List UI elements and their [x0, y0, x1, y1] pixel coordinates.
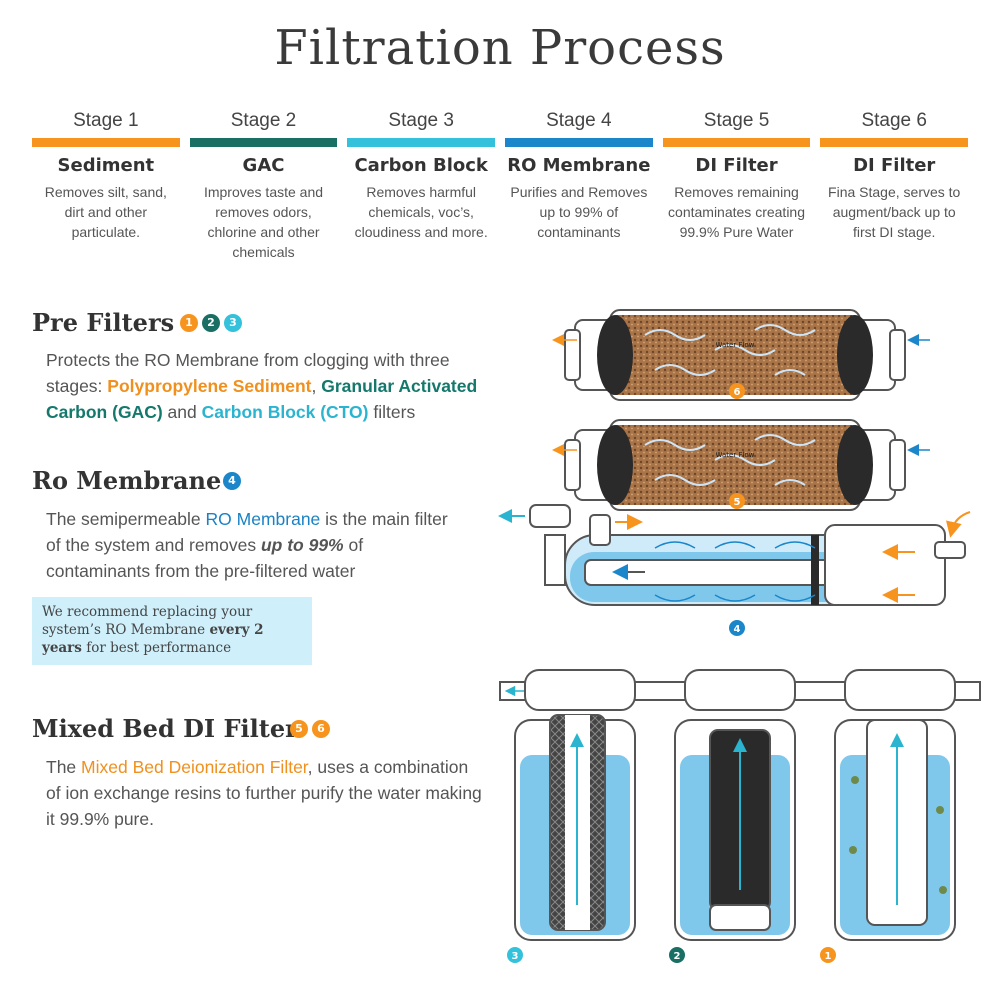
mixed-bed-text: The Mixed Bed Deionization Filter, uses …	[46, 754, 486, 832]
stage-label: Stage 2	[230, 110, 297, 131]
stage-4: Stage 4 RO Membrane Purifies and Removes…	[505, 110, 653, 262]
stage-bar	[505, 138, 653, 147]
stage-description: Purifies and Removes up to 99% of contam…	[510, 184, 648, 240]
stage-badge: 6	[312, 720, 330, 738]
stage-badge-label: 5	[734, 497, 741, 508]
stage-badge	[729, 493, 745, 509]
highlight-carbon-block: Carbon Block (CTO)	[201, 402, 369, 422]
stage-bar	[820, 138, 969, 147]
stage-2: Stage 2 GAC Improves taste and removes o…	[189, 110, 338, 262]
highlight-gac: Granular Activated Carbon (GAC)	[46, 376, 478, 422]
text: is the main filter of the system and rem…	[46, 509, 448, 555]
note-text: for best performance	[81, 640, 232, 656]
stage-label: Stage 1	[73, 110, 139, 131]
stage-name: DI Filter	[853, 155, 936, 176]
ro-membrane-badges: 4	[223, 472, 241, 490]
text: ,	[311, 376, 322, 396]
stage-badge-label: 1	[825, 951, 832, 962]
stage-6: Stage 6 DI Filter Fina Stage, serves to …	[820, 110, 969, 262]
stage-badge-label: 4	[734, 624, 741, 635]
text: Protects the RO Membrane from clogging w…	[46, 350, 450, 396]
highlight-mixed-bed: Mixed Bed Deionization Filter	[81, 757, 308, 777]
stage-bar	[189, 138, 338, 147]
stage-name: DI Filter	[695, 155, 778, 176]
stage-5: Stage 5 DI Filter Removes remaining cont…	[662, 110, 811, 262]
text: The semipermeable	[46, 509, 206, 529]
stage-badge-label: 2	[674, 951, 681, 962]
stage-badge: 3	[224, 314, 242, 332]
stage-1: Stage 1 Sediment Removes silt, sand, dir…	[32, 110, 180, 262]
text: , uses a combination of ion exchange res…	[46, 757, 482, 829]
stage-label: Stage 3	[388, 110, 454, 131]
water-flow-label: Water Flow	[716, 451, 755, 459]
stage-description: Removes harmful chemicals, voc’s, cloudi…	[354, 184, 488, 240]
text: filters	[368, 402, 416, 422]
stage-badge	[729, 620, 745, 636]
text: of contaminants from the pre-filtered wa…	[46, 535, 364, 581]
pre-filters-text: Protects the RO Membrane from clogging w…	[46, 347, 496, 425]
highlight-ro-membrane: RO Membrane	[205, 509, 321, 529]
mixed-bed-badges: 5 6	[290, 720, 330, 738]
stage-label: Stage 6	[861, 110, 927, 131]
stage-label: Stage 5	[703, 110, 770, 131]
stage-name: GAC	[242, 155, 285, 176]
stage-label: Stage 4	[546, 110, 612, 131]
stage-description: Fina Stage, serves to augment/back up to…	[828, 184, 961, 240]
stage-badge: 4	[223, 472, 241, 490]
stage-badge: 1	[180, 314, 198, 332]
water-flow-label: Water Flow	[716, 341, 755, 349]
text: The	[46, 757, 82, 777]
pre-filters-badges: 1 2 3	[180, 314, 242, 332]
stage-name: Carbon Block	[354, 155, 488, 176]
highlight-up-to-99: up to 99%	[260, 535, 344, 555]
ro-membrane-title: Ro Membrane	[32, 466, 222, 495]
stage-badge-label: 6	[734, 387, 741, 398]
stage-bar	[32, 138, 180, 147]
stage-badge	[669, 947, 685, 963]
stage-name: Sediment	[57, 155, 155, 176]
stage-badge-label: 3	[512, 951, 519, 962]
replacement-note: We recommend replacing your system’s RO …	[32, 597, 312, 665]
stage-list: Stage 1 Sediment Removes silt, sand, dir…	[32, 110, 969, 262]
ro-membrane-text: The semipermeable RO Membrane is the mai…	[46, 506, 466, 584]
stage-description: Improves taste and removes odors, chlori…	[203, 184, 324, 260]
stage-badge: 2	[202, 314, 220, 332]
di-filter-cartridge: Water Flow	[552, 309, 930, 401]
highlight-sediment: Polypropylene Sediment	[107, 376, 312, 396]
page-title: Filtration Process	[274, 20, 726, 76]
filter-diagram: Water Flow 6 Water Flow 5	[498, 309, 981, 963]
stage-badge: 5	[290, 720, 308, 738]
stage-badge	[820, 947, 836, 963]
mixed-bed-title: Mixed Bed DI Filter	[32, 714, 298, 743]
stage-badge	[729, 383, 745, 399]
stage-bar	[347, 138, 496, 147]
stage-3: Stage 3 Carbon Block Removes harmful che…	[347, 110, 496, 262]
stage-badge	[507, 947, 523, 963]
stage-bar	[662, 138, 811, 147]
stage-description: Removes silt, sand, dirt and other parti…	[44, 184, 167, 240]
ro-membrane-housing	[498, 504, 971, 606]
pre-filters-title: Pre Filters	[32, 308, 175, 337]
stage-name: RO Membrane	[507, 155, 651, 176]
di-filter-cartridge: Water Flow	[552, 419, 930, 511]
canister-filters	[499, 669, 981, 941]
note-text: We recommend replacing your system’s RO …	[42, 604, 253, 638]
text: and	[162, 402, 202, 422]
note-bold: every 2 years	[42, 622, 264, 656]
stage-description: Removes remaining contaminates creating …	[668, 184, 805, 240]
